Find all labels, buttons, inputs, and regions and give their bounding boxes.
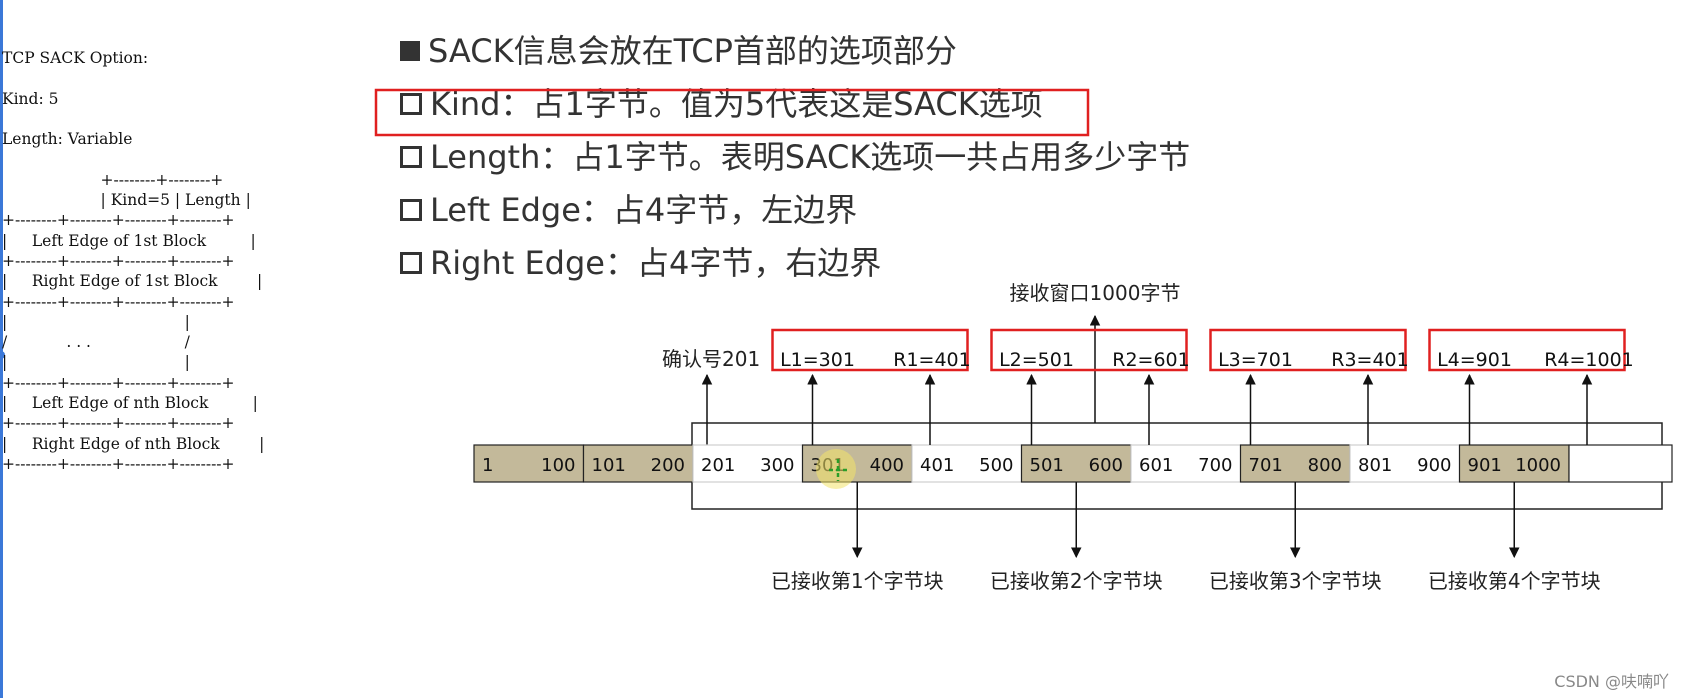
edge-pair-box-2 <box>990 328 1188 372</box>
segment-start-label: 401 <box>920 455 954 476</box>
segment-6 <box>1020 444 1132 483</box>
bullet-length: Length：占1字节。表明SACK选项一共占用多少字节 <box>400 132 1190 178</box>
blocks-layer: 已接收第1个字节块 已接收第2个字节块 已接收第3个字节块 已接收第4个字节块 <box>771 482 1601 593</box>
segment-end-label: 1000 <box>1515 455 1561 476</box>
cursor-crosshair-icon <box>829 459 847 481</box>
watermark: CSDN @呋喃吖 <box>1554 672 1669 691</box>
block-received-label: 已接收第1个字节块 <box>771 569 944 593</box>
segment-end-label: 700 <box>1198 455 1232 476</box>
segment-3 <box>692 444 804 483</box>
segment-start-label: 901 <box>1468 455 1502 476</box>
segment-2 <box>582 444 694 483</box>
segment-start-label: 701 <box>1249 455 1283 476</box>
solid-square-bullet-icon <box>400 41 420 61</box>
segment-8 <box>1239 444 1351 483</box>
bullet-text: Left Edge：占4字节，左边界 <box>430 191 858 229</box>
segment-end-label: 400 <box>870 455 904 476</box>
left-edge-label: L4=901 <box>1437 349 1512 371</box>
edge-pair-box-1 <box>771 328 969 372</box>
ack-label: 确认号201 <box>662 347 760 371</box>
hollow-square-bullet-icon <box>400 199 422 221</box>
bullet-text: Length：占1字节。表明SACK选项一共占用多少字节 <box>430 138 1191 176</box>
segment-empty-tail <box>1568 444 1673 483</box>
left-edge-label: L2=501 <box>999 349 1074 371</box>
segment-start-label: 201 <box>701 455 735 476</box>
rail-handle[interactable] <box>0 351 5 359</box>
segment-end-label: 800 <box>1308 455 1342 476</box>
segment-end-label: 100 <box>541 455 575 476</box>
bullet-right-edge: Right Edge：占4字节，右边界 <box>400 238 881 284</box>
segment-end-label: 200 <box>651 455 685 476</box>
block-received-label: 已接收第3个字节块 <box>1209 569 1382 593</box>
bullet-kind: Kind：占1字节。值为5代表这是SACK选项 <box>400 79 1043 125</box>
hollow-square-bullet-icon <box>400 93 422 115</box>
sack-option-ascii-diagram: TCP SACK Option: Kind: 5 Length: Variabl… <box>2 49 265 473</box>
segment-start-label: 501 <box>1030 455 1064 476</box>
right-edge-label: R1=401 <box>893 349 970 371</box>
hollow-square-bullet-icon <box>400 146 422 168</box>
edge-pair-box-4 <box>1428 328 1626 372</box>
left-edge-label: L3=701 <box>1218 349 1293 371</box>
segment-end-label: 500 <box>979 455 1013 476</box>
kind-highlight-box <box>374 88 1090 137</box>
left-edge-label: L1=301 <box>780 349 855 371</box>
bullet-text: Kind：占1字节。值为5代表这是SACK选项 <box>430 85 1043 123</box>
segment-start-label: 601 <box>1139 455 1173 476</box>
segments-layer: 1100101200201300301400401500501600601700… <box>473 444 1673 483</box>
segment-start-label: 101 <box>592 455 626 476</box>
slide-left-rail <box>0 0 5 698</box>
segment-end-label: 300 <box>760 455 794 476</box>
right-edge-label: R2=601 <box>1112 349 1189 371</box>
segment-start-label: 801 <box>1358 455 1392 476</box>
bullet-left-edge: Left Edge：占4字节，左边界 <box>400 185 857 231</box>
segment-end-label: 900 <box>1417 455 1451 476</box>
segment-start-label: 1 <box>482 455 493 476</box>
bullet-sack-location: SACK信息会放在TCP首部的选项部分 <box>400 26 957 72</box>
window-label: 接收窗口1000字节 <box>1010 281 1181 305</box>
segment-end-label: 600 <box>1089 455 1123 476</box>
edge-pair-box-3 <box>1209 328 1407 372</box>
block-received-label: 已接收第4个字节块 <box>1428 569 1601 593</box>
hollow-square-bullet-icon <box>400 252 422 274</box>
segment-5 <box>911 444 1023 483</box>
segment-1 <box>473 444 585 483</box>
edges-layer: L1=301 R1=401 L2=501 R2=601 L3=701 R3=401 L4=9… <box>771 328 1634 445</box>
bullet-text: SACK信息会放在TCP首部的选项部分 <box>428 32 957 70</box>
block-received-label: 已接收第2个字节块 <box>990 569 1163 593</box>
right-edge-label: R4=1001 <box>1544 349 1634 371</box>
right-edge-label: R3=401 <box>1331 349 1408 371</box>
bullet-text: Right Edge：占4字节，右边界 <box>430 244 882 282</box>
